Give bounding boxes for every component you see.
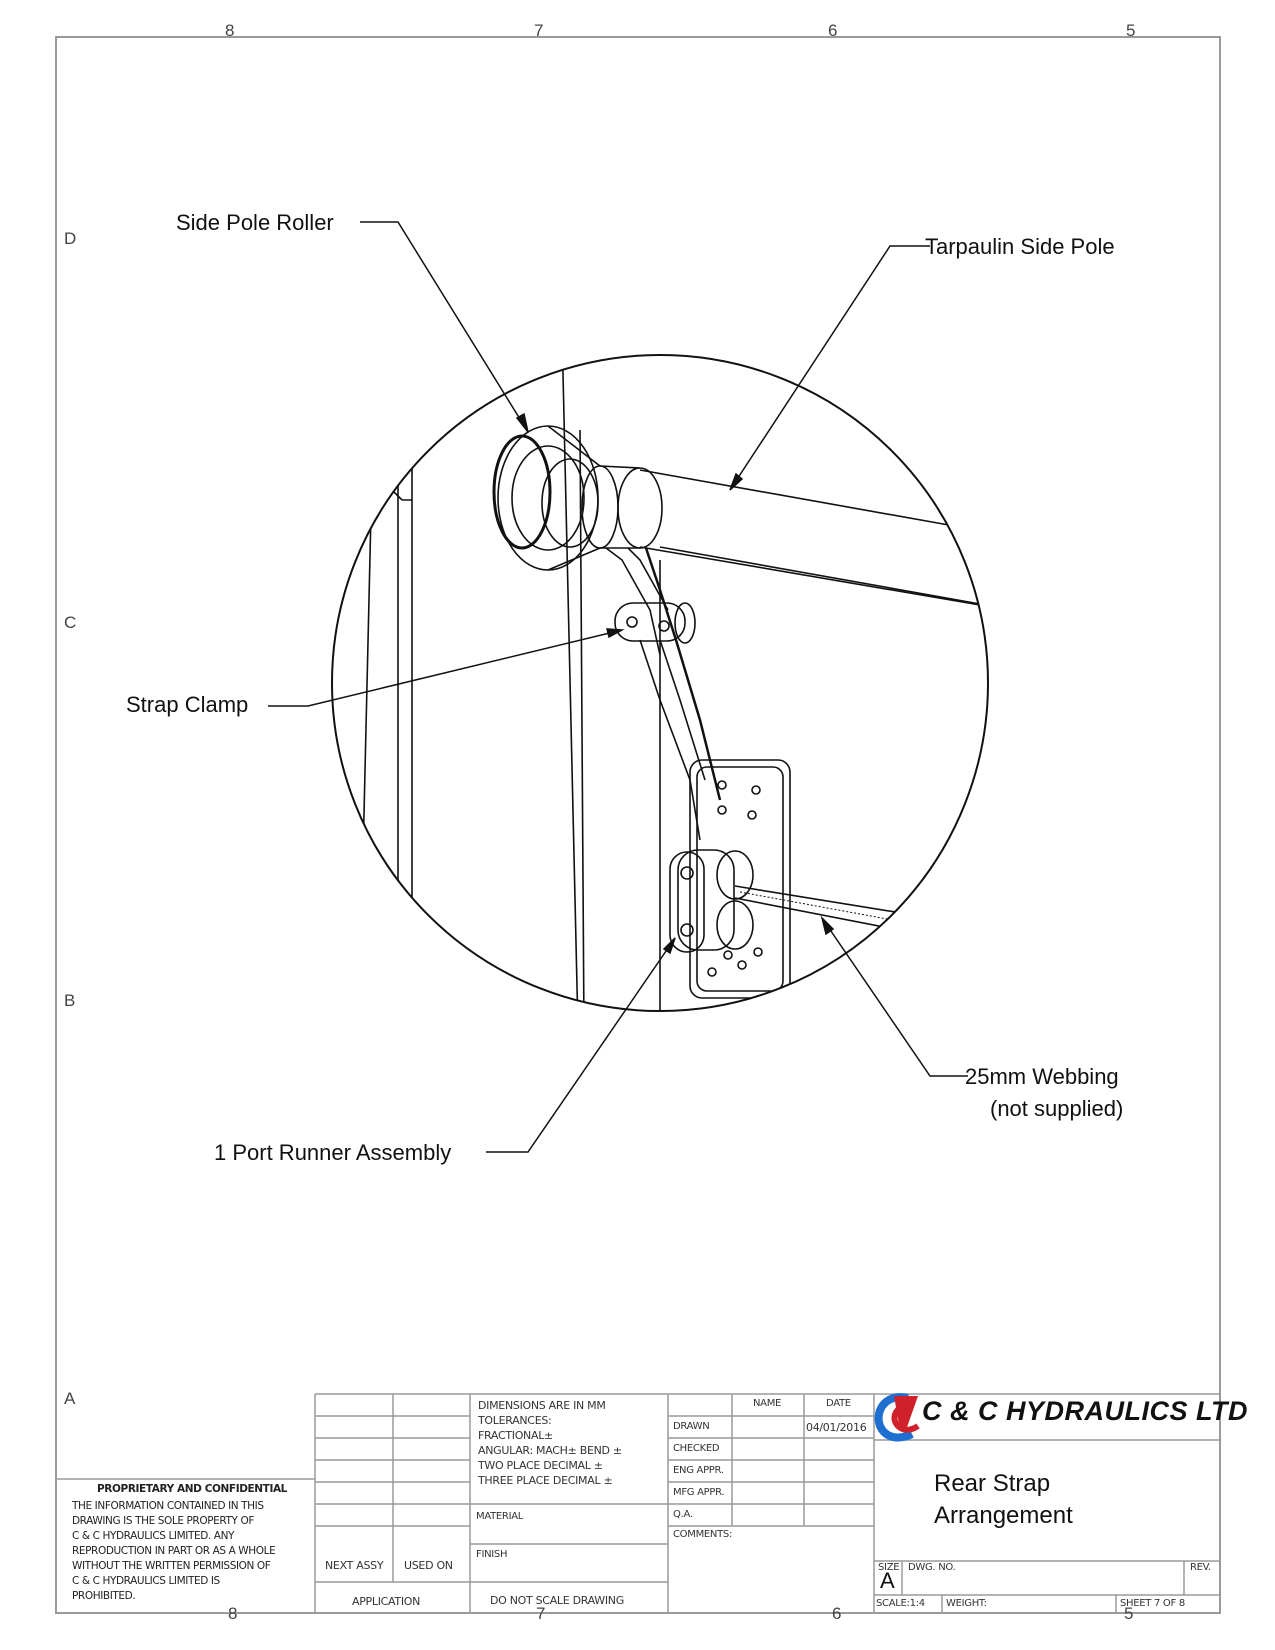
drawn-label: DRAWN — [673, 1421, 710, 1432]
sheet-border — [55, 36, 1221, 1614]
weight-label: WEIGHT: — [946, 1598, 987, 1609]
zone-col-6-top: 6 — [828, 21, 838, 40]
company-logo-icon — [874, 1393, 920, 1442]
rev-label: REV. — [1190, 1562, 1211, 1573]
proprietary-notice: PROPRIETARY AND CONFIDENTIAL THE INFORMA… — [72, 1482, 312, 1604]
checked-label: CHECKED — [673, 1443, 720, 1454]
proprietary-line: REPRODUCTION IN PART OR AS A WHOLE — [72, 1545, 276, 1557]
finish-label: FINISH — [476, 1549, 508, 1560]
zone-row-a: A — [64, 1389, 76, 1408]
date-header: DATE — [826, 1398, 851, 1409]
leader-side-pole-roller — [360, 221, 529, 433]
size-label: SIZE — [878, 1562, 900, 1573]
callout-tarpaulin-side-pole: Tarpaulin Side Pole — [925, 234, 1115, 259]
size-value: A — [880, 1568, 895, 1593]
used-on-label: USED ON — [404, 1559, 453, 1572]
proprietary-line: C & C HYDRAULICS LIMITED IS — [72, 1575, 220, 1587]
zone-col-6-bottom: 6 — [832, 1604, 842, 1623]
fractional-tolerance: FRACTIONAL± — [478, 1429, 553, 1442]
name-header: NAME — [753, 1398, 782, 1409]
zone-row-d: D — [64, 229, 77, 248]
proprietary-line: DRAWING IS THE SOLE PROPERTY OF — [72, 1515, 254, 1527]
proprietary-line: PROHIBITED. — [72, 1590, 136, 1602]
callout-strap-clamp: Strap Clamp — [126, 692, 249, 717]
leader-lines — [268, 221, 968, 1153]
three-place-tolerance: THREE PLACE DECIMAL ± — [478, 1474, 613, 1487]
eng-appr-label: ENG APPR. — [673, 1465, 724, 1476]
detail-view — [331, 354, 989, 1012]
proprietary-line: WITHOUT THE WRITTEN PERMISSION OF — [72, 1560, 271, 1572]
title-block-grid — [56, 1393, 1220, 1613]
mfg-appr-label: MFG APPR. — [673, 1487, 725, 1498]
drawing-title-line2: Arrangement — [934, 1502, 1073, 1529]
leader-port-runner — [486, 937, 676, 1153]
zone-col-5-top: 5 — [1126, 21, 1136, 40]
dimensions-note: DIMENSIONS ARE IN MM — [478, 1399, 606, 1412]
callout-webbing-line2: (not supplied) — [990, 1096, 1124, 1121]
zone-col-5-bottom: 5 — [1124, 1604, 1134, 1623]
leader-tarpaulin-side-pole — [729, 245, 930, 491]
drawn-date: 04/01/2016 — [806, 1421, 867, 1434]
scale-value: SCALE:1:4 — [876, 1598, 925, 1609]
callout-side-pole-roller: Side Pole Roller — [176, 210, 334, 235]
tolerances-label: TOLERANCES: — [478, 1414, 552, 1427]
material-label: MATERIAL — [476, 1511, 524, 1522]
zone-row-c: C — [64, 613, 77, 632]
dwg-no-label: DWG. NO. — [908, 1562, 956, 1573]
angular-tolerance: ANGULAR: MACH± BEND ± — [478, 1444, 622, 1457]
drawing-title-line1: Rear Strap — [934, 1470, 1051, 1497]
comments-label: COMMENTS: — [673, 1529, 733, 1540]
proprietary-line: THE INFORMATION CONTAINED IN THIS — [72, 1500, 264, 1512]
next-assy-label: NEXT ASSY — [325, 1559, 384, 1572]
do-not-scale-note: DO NOT SCALE DRAWING — [490, 1594, 624, 1607]
zone-col-8-top: 8 — [225, 21, 235, 40]
zone-col-7-bottom: 7 — [536, 1604, 546, 1623]
qa-label: Q.A. — [673, 1509, 693, 1520]
sheet-number: SHEET 7 OF 8 — [1120, 1598, 1185, 1609]
callout-port-runner: 1 Port Runner Assembly — [214, 1140, 452, 1165]
proprietary-heading: PROPRIETARY AND CONFIDENTIAL — [97, 1483, 287, 1495]
zone-col-7-top: 7 — [534, 21, 544, 40]
company-name: C & C HYDRAULICS LTD — [922, 1396, 1248, 1426]
two-place-tolerance: TWO PLACE DECIMAL ± — [478, 1459, 603, 1472]
zone-row-b: B — [64, 991, 76, 1010]
callout-webbing-line1: 25mm Webbing — [965, 1064, 1119, 1089]
leader-strap-clamp — [268, 629, 623, 707]
zone-col-8-bottom: 8 — [228, 1604, 238, 1623]
leader-webbing — [821, 917, 968, 1077]
application-label: APPLICATION — [352, 1595, 421, 1608]
proprietary-line: C & C HYDRAULICS LIMITED. ANY — [72, 1530, 235, 1542]
